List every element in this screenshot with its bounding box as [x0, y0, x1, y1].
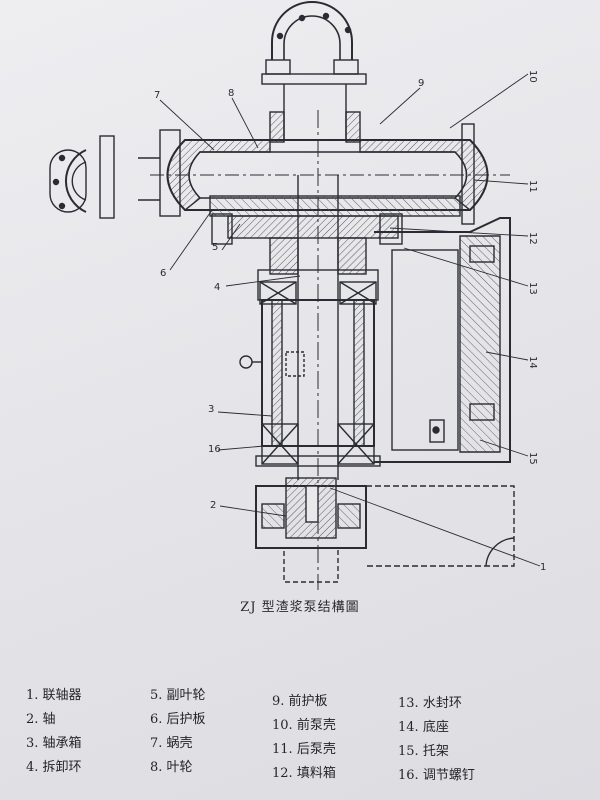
- legend-column-4: 13. 水封环 14. 底座 15. 托架 16. 调节螺钉: [398, 692, 528, 788]
- bearings: [255, 281, 381, 467]
- legend-item: 1. 联轴器: [26, 688, 82, 703]
- leader-lines: [159, 73, 541, 567]
- callout-3: 3: [208, 404, 214, 415]
- callout-10: 10: [527, 70, 538, 83]
- callout-11: 11: [527, 180, 538, 193]
- legend-item: 15. 托架: [398, 744, 449, 759]
- parts-legend: 1. 联轴器 2. 轴 3. 轴承箱 4. 拆卸环 5. 副叶轮 6. 后护板 …: [26, 684, 586, 794]
- callout-8: 8: [228, 88, 234, 99]
- callout-9: 9: [418, 78, 424, 89]
- legend-item: 16. 调节螺钉: [398, 768, 475, 783]
- legend-column-1: 1. 联轴器 2. 轴 3. 轴承箱 4. 拆卸环: [26, 684, 156, 780]
- bearing-housing: [239, 299, 375, 447]
- callout-16: 16: [208, 444, 221, 455]
- legend-item: 8. 叶轮: [150, 760, 193, 775]
- callout-14: 14: [527, 356, 538, 369]
- legend-item: 4. 拆卸环: [26, 760, 82, 775]
- callout-7: 7: [154, 90, 160, 101]
- callout-15: 15: [527, 452, 538, 465]
- legend-item: 6. 后护板: [150, 712, 206, 727]
- callout-12: 12: [527, 232, 538, 245]
- callout-13: 13: [527, 282, 538, 295]
- pump-casing: [150, 123, 510, 225]
- drawing-caption: ZJ 型渣浆泵结構圖: [240, 600, 360, 615]
- discharge-pipe: [269, 84, 361, 143]
- legend-item: 7. 蜗壳: [150, 736, 193, 751]
- suction-flange: [49, 135, 160, 219]
- legend-column-3: 9. 前护板 10. 前泵壳 11. 后泵壳 12. 填料箱: [272, 690, 402, 786]
- legend-column-2: 5. 副叶轮 6. 后护板 7. 蜗壳 8. 叶轮: [150, 684, 280, 780]
- impeller-section: [209, 195, 461, 245]
- legend-item: 2. 轴: [26, 712, 56, 727]
- legend-item: 5. 副叶轮: [150, 688, 206, 703]
- legend-item: 11. 后泵壳: [272, 742, 336, 757]
- support-frame: [374, 217, 511, 463]
- callout-labels: 1 2 3 4 5 6 7 8 9 10 11 12 13 14 15 16: [154, 70, 546, 573]
- legend-item: 9. 前护板: [272, 694, 328, 709]
- callout-1: 1: [540, 562, 546, 573]
- callout-5: 5: [212, 242, 218, 253]
- legend-item: 3. 轴承箱: [26, 736, 82, 751]
- legend-item: 14. 底座: [398, 720, 449, 735]
- legend-item: 13. 水封环: [398, 696, 462, 711]
- legend-item: 10. 前泵壳: [272, 718, 336, 733]
- callout-2: 2: [210, 500, 216, 511]
- coupling: [255, 477, 515, 583]
- discharge-elbow: [261, 1, 367, 85]
- callout-4: 4: [214, 282, 220, 293]
- legend-item: 12. 填料箱: [272, 766, 336, 781]
- callout-6: 6: [160, 268, 166, 279]
- pump-cross-section-drawing: 1 2 3 4 5 6 7 8 9 10 11 12 13 14 15 16: [49, 1, 546, 590]
- stuffing-box: [257, 237, 379, 301]
